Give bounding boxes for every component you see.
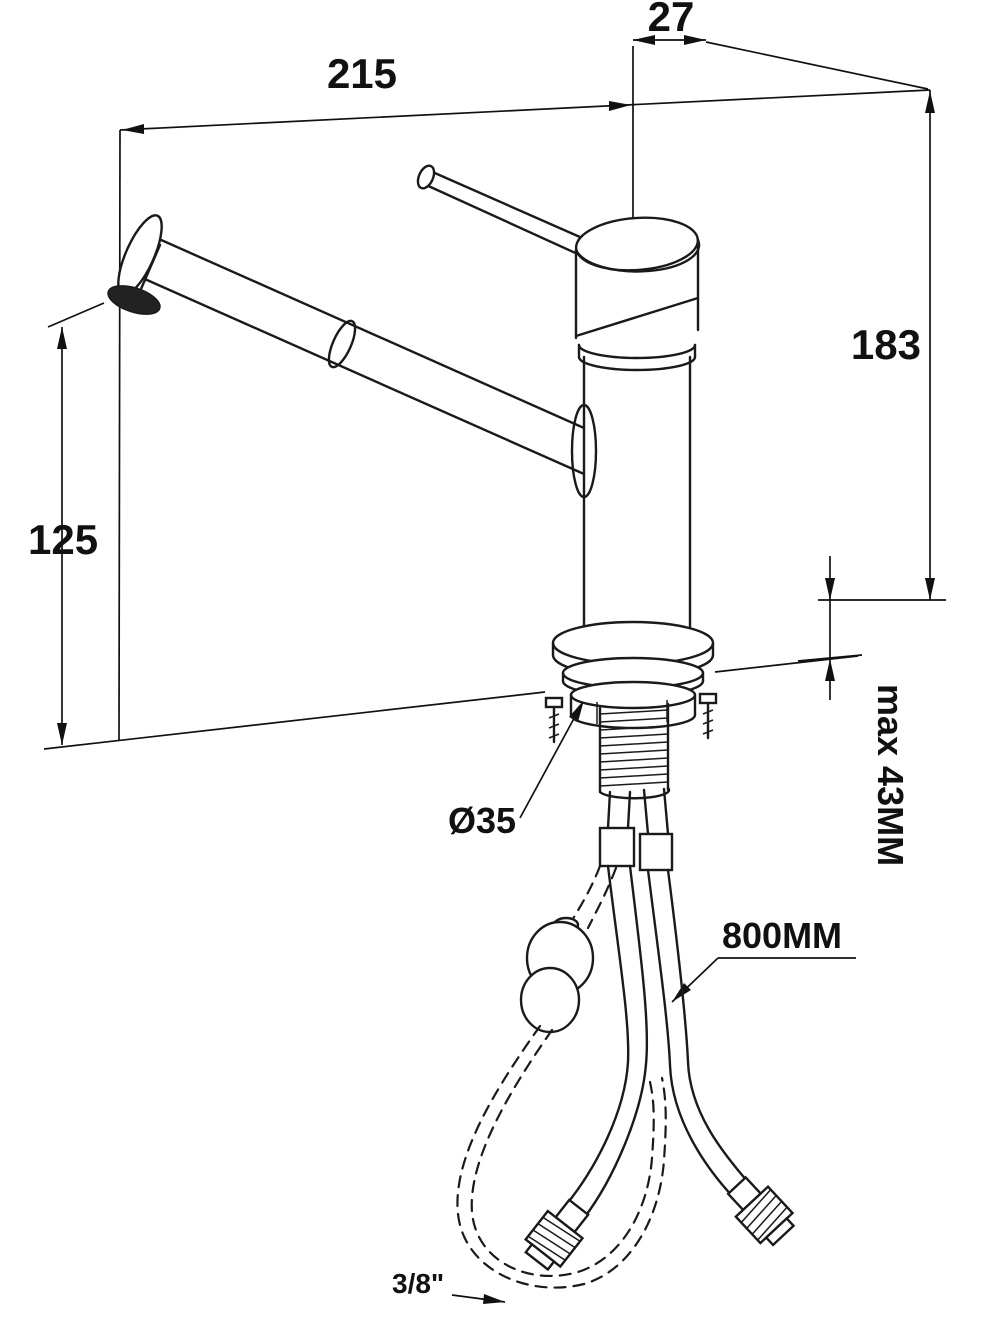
max-thickness-label: max 43MM bbox=[870, 684, 911, 866]
connector-right bbox=[726, 1175, 796, 1247]
hose-length-label: 800MM bbox=[722, 915, 842, 956]
mounting-screw-left bbox=[544, 696, 564, 744]
aerator-face bbox=[107, 285, 161, 315]
supply-hoses bbox=[564, 787, 750, 1220]
pullout-seam bbox=[327, 319, 357, 369]
connection-size-label: 3/8" bbox=[392, 1268, 444, 1299]
handle-lever bbox=[416, 164, 616, 268]
hose-crimp-sleeve-left bbox=[598, 826, 636, 868]
body-top-cap bbox=[574, 216, 700, 272]
threaded-shank bbox=[598, 702, 671, 800]
dimension-labels: 215 27 183 125 Ø35 max 43MM 800MM 3/8" bbox=[28, 0, 921, 1299]
dimension-lines bbox=[43, 35, 946, 1304]
hose-crimp-sleeve-right bbox=[638, 832, 674, 872]
spray-hose-loop bbox=[456, 864, 667, 1289]
handle-end-cap bbox=[416, 164, 436, 190]
hose-weight bbox=[519, 916, 595, 1034]
spout bbox=[136, 233, 598, 499]
mounting-hardware bbox=[544, 656, 718, 744]
mounting-nut bbox=[569, 680, 697, 710]
spray-head bbox=[107, 214, 163, 315]
mounting-screw-right bbox=[698, 692, 718, 740]
connector-left bbox=[523, 1198, 590, 1272]
hole-diameter-label: Ø35 bbox=[448, 800, 516, 841]
dimension-label-spout-height: 125 bbox=[28, 516, 98, 563]
dimension-label-top-width: 27 bbox=[648, 0, 695, 40]
base-flange bbox=[551, 620, 715, 678]
dimension-label-overall-height: 183 bbox=[851, 321, 921, 368]
dimension-label-spout-reach: 215 bbox=[327, 50, 397, 97]
faucet-body bbox=[574, 216, 701, 629]
